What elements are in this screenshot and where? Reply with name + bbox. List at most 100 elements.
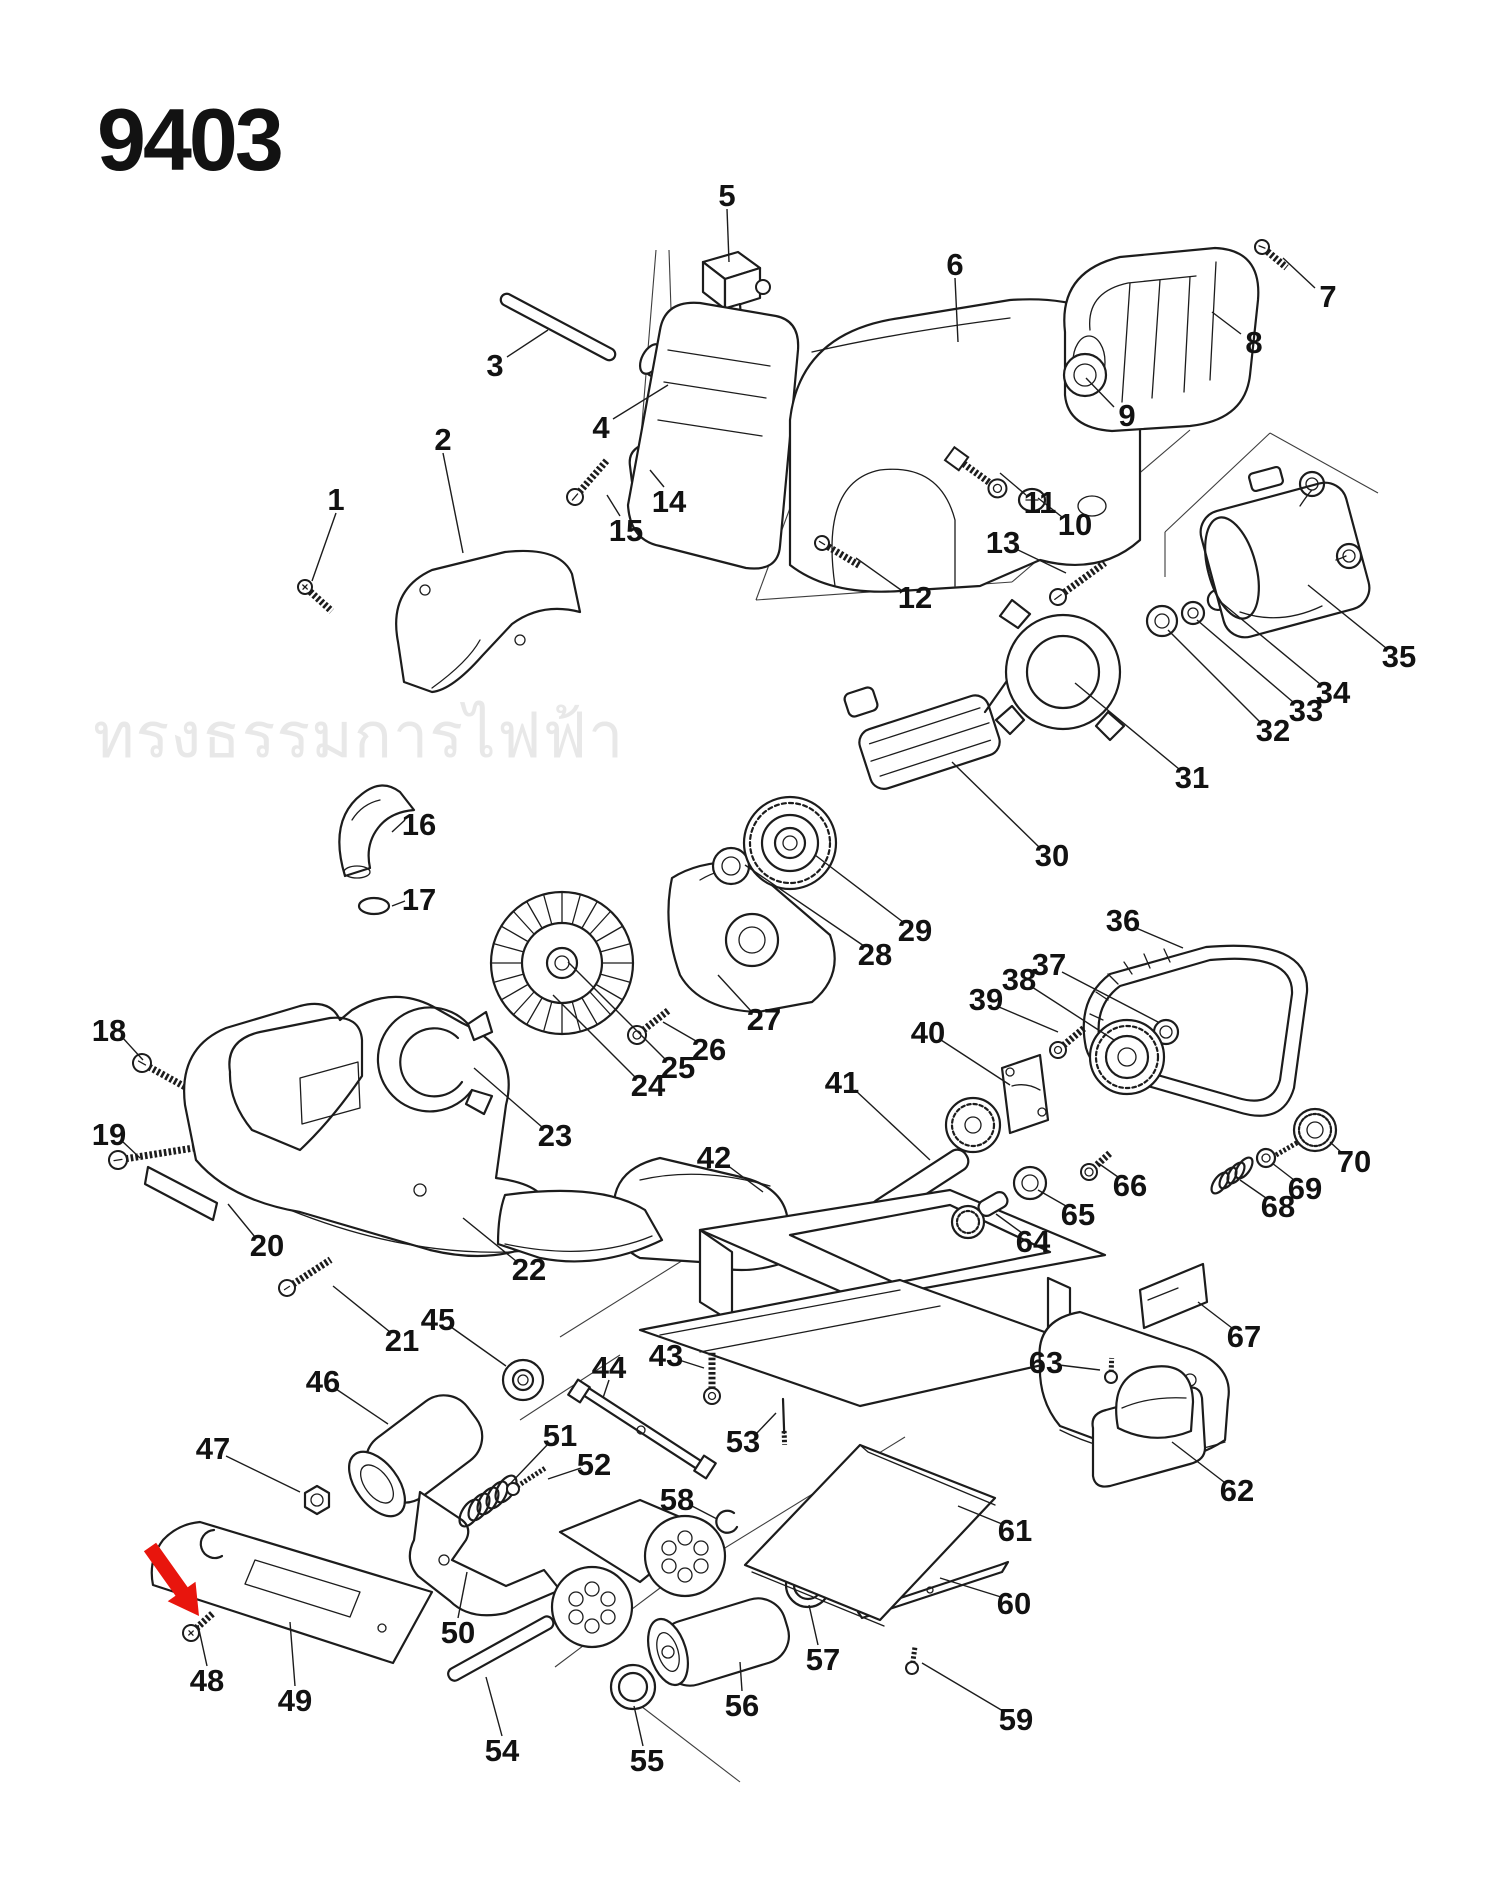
screw-1-drawing bbox=[297, 579, 335, 614]
part-label-4: 4 bbox=[592, 410, 610, 445]
fan-24-drawing bbox=[489, 890, 635, 1036]
sheet-61-drawing bbox=[743, 1443, 997, 1627]
part-label-51: 51 bbox=[543, 1418, 577, 1453]
screw-63-drawing bbox=[1104, 1357, 1118, 1384]
pin-53-drawing bbox=[781, 1397, 788, 1446]
part-label-25: 25 bbox=[661, 1050, 695, 1085]
clamp-ring-23-drawing bbox=[376, 1006, 494, 1116]
part-label-28: 28 bbox=[858, 937, 892, 972]
part-label-62: 62 bbox=[1220, 1473, 1254, 1508]
leader-line-22 bbox=[462, 1217, 517, 1262]
bearing-32-drawing bbox=[1145, 604, 1179, 638]
screw-15-drawing bbox=[566, 458, 610, 506]
bearing-45-drawing bbox=[501, 1358, 545, 1402]
part-label-46: 46 bbox=[306, 1364, 340, 1399]
part-label-33: 33 bbox=[1289, 693, 1323, 728]
part-label-47: 47 bbox=[196, 1431, 230, 1466]
leader-line-36 bbox=[1135, 927, 1184, 949]
leader-line-21 bbox=[332, 1285, 391, 1333]
part-label-10: 10 bbox=[1058, 507, 1092, 542]
leader-line-61 bbox=[957, 1505, 1003, 1525]
shaft-54-drawing bbox=[447, 1615, 555, 1682]
leader-line-62 bbox=[1171, 1441, 1225, 1483]
part-label-15: 15 bbox=[609, 513, 643, 548]
leader-line-27 bbox=[717, 974, 752, 1012]
part-label-61: 61 bbox=[998, 1513, 1032, 1548]
part-label-22: 22 bbox=[512, 1252, 546, 1287]
part-label-13: 13 bbox=[986, 525, 1020, 560]
leader-line-26 bbox=[662, 1021, 697, 1042]
knob-70-drawing bbox=[1274, 1107, 1338, 1158]
leader-line-24 bbox=[552, 994, 636, 1078]
part-label-39: 39 bbox=[969, 982, 1003, 1017]
leader-line-16 bbox=[391, 819, 406, 833]
part-label-49: 49 bbox=[278, 1683, 312, 1718]
pinion-64-drawing bbox=[950, 1191, 1009, 1240]
name-plate-20-drawing bbox=[143, 1165, 219, 1222]
part-label-9: 9 bbox=[1118, 398, 1135, 433]
leader-line-47 bbox=[225, 1455, 301, 1493]
leader-line-5 bbox=[726, 208, 730, 263]
leader-line-34 bbox=[1221, 602, 1321, 685]
bolt-66-drawing bbox=[1080, 1150, 1113, 1181]
leader-line-41 bbox=[854, 1089, 931, 1161]
leader-line-53 bbox=[755, 1412, 777, 1435]
screw-19-drawing bbox=[108, 1144, 198, 1170]
part-label-54: 54 bbox=[485, 1733, 520, 1768]
part-number-labels: 1234567891011121314151617181920212223242… bbox=[92, 178, 1416, 1778]
part-label-59: 59 bbox=[999, 1702, 1033, 1737]
dust-elbow-16-drawing bbox=[338, 784, 416, 879]
leader-line-9 bbox=[1085, 377, 1115, 408]
watermark-text: ทรงธรรมการไฟฟ้า bbox=[93, 700, 624, 771]
front-cover-drawing bbox=[395, 549, 582, 694]
part-label-58: 58 bbox=[660, 1482, 694, 1517]
leader-line-63 bbox=[1058, 1364, 1101, 1371]
leader-line-44 bbox=[602, 1379, 610, 1399]
baffle-ring-31-drawing bbox=[994, 598, 1126, 742]
motor-housing-drawing bbox=[626, 298, 1142, 593]
leader-line-38 bbox=[1031, 986, 1115, 1041]
part-label-30: 30 bbox=[1035, 838, 1069, 873]
leader-line-51 bbox=[507, 1442, 550, 1487]
part-label-63: 63 bbox=[1029, 1345, 1063, 1380]
leader-line-12 bbox=[855, 557, 902, 591]
part-label-67: 67 bbox=[1227, 1319, 1261, 1354]
handle-body-22-drawing bbox=[183, 995, 549, 1258]
rear-cover-8-drawing bbox=[1063, 246, 1260, 433]
leader-line-69 bbox=[1271, 1162, 1295, 1181]
part-label-55: 55 bbox=[630, 1743, 664, 1778]
screw-13-drawing bbox=[1049, 560, 1107, 606]
leader-line-32 bbox=[1167, 629, 1261, 723]
leader-line-29 bbox=[814, 854, 904, 923]
leader-line-64 bbox=[995, 1213, 1023, 1234]
leader-line-11 bbox=[999, 472, 1027, 496]
leader-line-23 bbox=[473, 1067, 543, 1128]
part-label-45: 45 bbox=[421, 1302, 455, 1337]
leader-line-70 bbox=[1329, 1141, 1343, 1154]
part-label-21: 21 bbox=[385, 1323, 419, 1358]
part-label-6: 6 bbox=[946, 247, 963, 282]
part-label-57: 57 bbox=[806, 1642, 840, 1677]
part-label-5: 5 bbox=[718, 178, 735, 213]
part-label-43: 43 bbox=[649, 1338, 683, 1373]
leader-line-28 bbox=[744, 864, 865, 947]
part-label-23: 23 bbox=[538, 1118, 572, 1153]
leader-line-50 bbox=[457, 1571, 468, 1619]
idler-bracket-drawing bbox=[550, 1498, 727, 1649]
part-label-2: 2 bbox=[434, 422, 451, 457]
part-label-34: 34 bbox=[1316, 675, 1351, 710]
part-label-24: 24 bbox=[631, 1068, 666, 1103]
leader-line-46 bbox=[335, 1388, 389, 1425]
part-label-3: 3 bbox=[486, 348, 503, 383]
leader-line-33 bbox=[1196, 619, 1294, 703]
screw-7-drawing bbox=[1254, 239, 1289, 271]
roller-56-drawing bbox=[647, 1597, 790, 1687]
leader-line-56 bbox=[739, 1661, 743, 1692]
part-label-44: 44 bbox=[592, 1350, 627, 1385]
leader-line-13 bbox=[1015, 548, 1067, 574]
gear-29-drawing bbox=[742, 795, 838, 891]
part-label-42: 42 bbox=[697, 1140, 731, 1175]
leader-line-37 bbox=[1061, 971, 1159, 1023]
part-label-38: 38 bbox=[1002, 962, 1036, 997]
